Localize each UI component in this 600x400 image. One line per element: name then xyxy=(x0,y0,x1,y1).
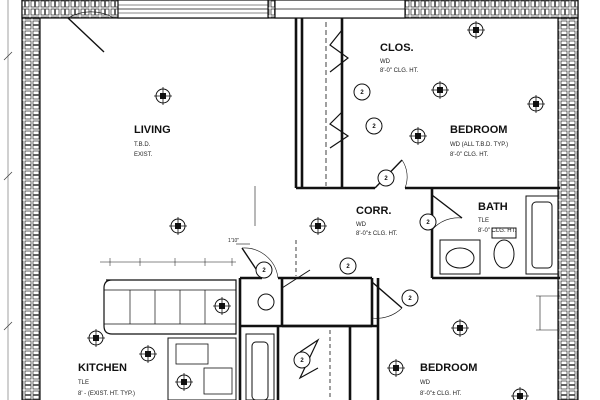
svg-text:EXIST.: EXIST. xyxy=(134,152,153,158)
svg-text:2: 2 xyxy=(384,176,388,182)
svg-text:CORR.: CORR. xyxy=(356,205,391,217)
svg-text:LIVING: LIVING xyxy=(134,124,171,136)
svg-text:2: 2 xyxy=(408,296,412,302)
closet-doors xyxy=(295,22,350,276)
svg-text:TLE: TLE xyxy=(478,218,489,224)
svg-text:8'-0" CLG. HT.: 8'-0" CLG. HT. xyxy=(380,68,419,74)
svg-text:8'-0" CLG. HT.: 8'-0" CLG. HT. xyxy=(478,228,517,234)
svg-text:BEDROOM: BEDROOM xyxy=(420,362,477,374)
svg-text:T.B.D.: T.B.D. xyxy=(134,142,151,148)
svg-text:2: 2 xyxy=(300,358,304,364)
room-label-bedroom-1: BEDROOM WD (ALL T.B.D. TYP.) 8'-0" CLG. … xyxy=(450,124,508,158)
svg-text:CLOS.: CLOS. xyxy=(380,42,414,54)
svg-text:8'-0"± CLG. HT.: 8'-0"± CLG. HT. xyxy=(420,391,462,397)
door-tag: 2 xyxy=(339,257,357,275)
door-tag: 2 xyxy=(365,117,383,135)
svg-text:2: 2 xyxy=(426,220,430,226)
svg-text:TLE: TLE xyxy=(78,380,89,386)
door-tag: 2 xyxy=(255,261,273,279)
svg-text:2: 2 xyxy=(360,90,364,96)
interior-walls xyxy=(238,18,560,400)
dimension-marks xyxy=(236,186,560,331)
svg-text:WD (ALL T.B.D. TYP.): WD (ALL T.B.D. TYP.) xyxy=(450,142,508,148)
svg-text:BATH: BATH xyxy=(478,201,508,213)
svg-text:WD: WD xyxy=(380,59,391,65)
lower-fixtures xyxy=(245,293,331,400)
door-tag: 2 xyxy=(401,289,419,307)
svg-text:8' - (EXIST. HT. TYP.): 8' - (EXIST. HT. TYP.) xyxy=(78,391,135,397)
room-label-corridor: CORR. WD 8'-0"± CLG. HT. xyxy=(356,205,398,237)
door-tag: 2 xyxy=(419,213,437,231)
room-label-living: LIVING T.B.D. EXIST. xyxy=(134,124,171,158)
svg-text:WD: WD xyxy=(420,380,431,386)
svg-text:BEDROOM: BEDROOM xyxy=(450,124,507,136)
room-label-kitchen: KITCHEN TLE 8' - (EXIST. HT. TYP.) xyxy=(78,362,135,397)
height-mark: 1'10" xyxy=(228,238,239,244)
entry-door xyxy=(67,11,115,53)
room-label-bedroom-2: BEDROOM WD 8'-0"± CLG. HT. xyxy=(420,362,477,397)
bath-fixtures xyxy=(439,195,559,275)
svg-text:2: 2 xyxy=(346,264,350,270)
svg-text:2: 2 xyxy=(372,124,376,130)
svg-text:WD: WD xyxy=(356,222,367,228)
svg-text:8'-0" CLG. HT.: 8'-0" CLG. HT. xyxy=(450,152,489,158)
svg-text:KITCHEN: KITCHEN xyxy=(78,362,127,374)
door-tag: 2 xyxy=(377,169,395,187)
svg-text:8'-0"± CLG. HT.: 8'-0"± CLG. HT. xyxy=(356,231,398,237)
door-tag: 2 xyxy=(293,351,311,369)
kitchen-cabinets xyxy=(100,258,237,400)
svg-text:2: 2 xyxy=(262,268,266,274)
door-tag: 2 xyxy=(353,83,371,101)
swing-doors xyxy=(241,159,463,319)
door-tags: 2 2 2 2 2 2 2 2 xyxy=(255,83,437,369)
room-label-closet: CLOS. WD 8'-0" CLG. HT. xyxy=(380,42,419,74)
room-label-bath: BATH TLE 8'-0" CLG. HT. xyxy=(478,201,517,234)
exterior-walls xyxy=(3,0,579,400)
